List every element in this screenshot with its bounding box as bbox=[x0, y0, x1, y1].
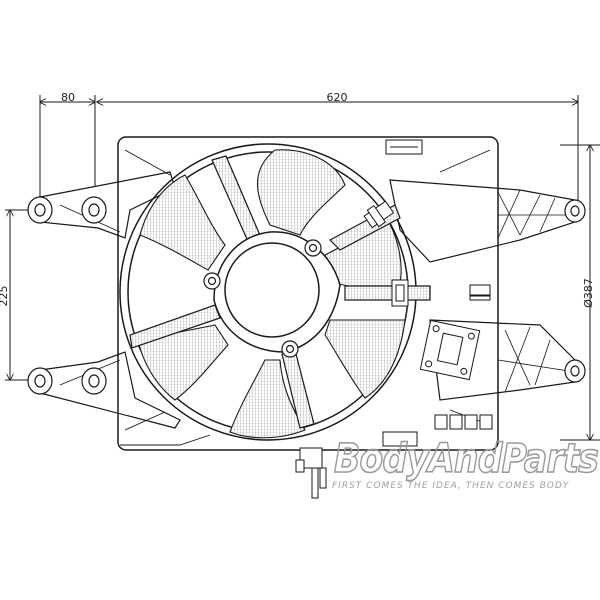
side-connector-stack bbox=[469, 284, 491, 301]
grommet-bottom-left-inner bbox=[81, 367, 107, 395]
fan-blade bbox=[324, 319, 406, 399]
fan-blade bbox=[137, 324, 229, 401]
top-connector bbox=[385, 139, 423, 155]
bolt-icon bbox=[281, 340, 299, 358]
watermark-tagline: FIRST COMES THE IDEA, THEN COMES BODY bbox=[332, 481, 570, 491]
watermark-brand: BodyAndParts bbox=[334, 436, 598, 482]
watermark: BodyAndParts FIRST COMES THE IDEA, THEN … bbox=[332, 435, 600, 491]
grommet-top-left-inner bbox=[81, 196, 107, 224]
grommet-bottom-left-outer bbox=[27, 367, 53, 395]
fan-blade bbox=[256, 149, 346, 236]
motor-mount-bolts bbox=[203, 239, 322, 358]
bolt-icon bbox=[304, 239, 322, 257]
bottom-connector-row bbox=[382, 414, 493, 447]
dimension-lines bbox=[5, 95, 600, 440]
dimension-label-right-diameter: Ø387 bbox=[582, 278, 595, 308]
grommet-top-left-outer bbox=[27, 196, 53, 224]
motor-housing bbox=[213, 231, 341, 353]
grommet-bottom-right bbox=[564, 359, 586, 383]
fan-blade bbox=[229, 359, 306, 439]
fan-blades bbox=[137, 149, 406, 439]
bolt-icon bbox=[203, 272, 221, 290]
mounting-arms bbox=[39, 171, 576, 429]
relay-module bbox=[419, 319, 481, 381]
dimension-label-top-left: 80 bbox=[61, 91, 75, 104]
grommet-top-right bbox=[564, 199, 586, 223]
fan-blade bbox=[139, 174, 226, 271]
connectors bbox=[295, 139, 493, 499]
wire-clip-upper bbox=[363, 200, 395, 229]
dimension-label-top-main: 620 bbox=[327, 91, 348, 104]
dimension-label-left-height: 225 bbox=[0, 286, 10, 307]
wire-clip-middle bbox=[391, 279, 409, 307]
bottom-plug bbox=[295, 447, 327, 499]
mounting-grommets bbox=[27, 196, 586, 395]
